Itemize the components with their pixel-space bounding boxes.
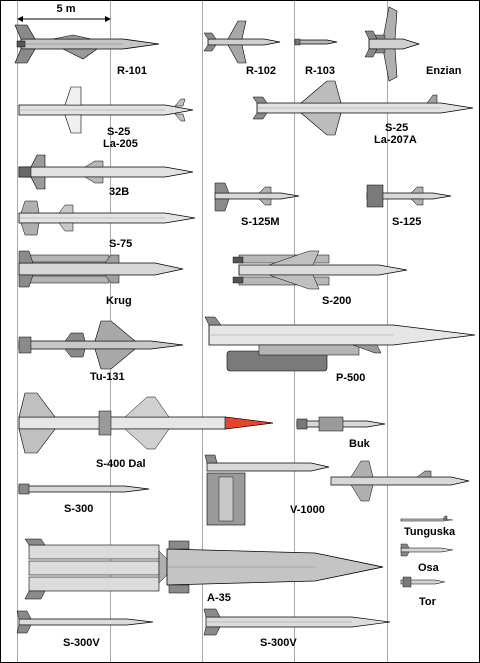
label-s300v-2: S-300V bbox=[260, 637, 297, 649]
label-s75: S-75 bbox=[109, 238, 133, 250]
label-s25-la207a-b: La-207A bbox=[374, 134, 417, 146]
label-v1000: V-1000 bbox=[290, 504, 325, 516]
missile-tunguska bbox=[400, 515, 454, 522]
missile-a35 bbox=[24, 538, 384, 600]
label-s300: S-300 bbox=[64, 503, 94, 515]
scale-arrow-icon bbox=[17, 16, 111, 22]
missile-enzian bbox=[364, 6, 421, 82]
scale-gridline bbox=[17, 1, 18, 662]
label-tu131: Tu-131 bbox=[90, 371, 125, 383]
label-s125: S-125 bbox=[392, 216, 422, 228]
missile-s300v-2 bbox=[203, 608, 391, 636]
missile-32b bbox=[18, 154, 194, 190]
label-s25-la205-b: La-205 bbox=[103, 138, 138, 150]
label-a35: A-35 bbox=[207, 592, 231, 604]
label-buk: Buk bbox=[349, 438, 370, 450]
missile-r102 bbox=[203, 20, 281, 64]
label-p500: P-500 bbox=[336, 372, 366, 384]
label-r102: R-102 bbox=[246, 65, 276, 77]
missile-v1000 bbox=[204, 454, 470, 526]
missile-s400-dal bbox=[18, 392, 274, 454]
missile-s125m bbox=[214, 182, 300, 212]
label-r103: R-103 bbox=[305, 65, 335, 77]
label-tunguska: Tunguska bbox=[404, 526, 456, 538]
label-s300v-1: S-300V bbox=[63, 637, 100, 649]
scale-label: 5 m bbox=[56, 3, 76, 15]
missile-s200 bbox=[232, 250, 408, 290]
missile-r101 bbox=[14, 24, 160, 64]
label-s25-la205-a: S-25 bbox=[107, 126, 131, 138]
missile-s300v-1 bbox=[16, 610, 154, 634]
label-r101: R-101 bbox=[117, 65, 147, 77]
missile-p500 bbox=[204, 316, 476, 372]
label-enzian: Enzian bbox=[426, 65, 462, 77]
label-tor: Tor bbox=[419, 596, 436, 608]
missile-tu131 bbox=[18, 320, 184, 370]
label-osa: Osa bbox=[418, 562, 439, 574]
missile-osa bbox=[400, 543, 454, 557]
missile-tor bbox=[400, 576, 446, 588]
label-32b: 32B bbox=[109, 186, 130, 198]
missile-s75 bbox=[18, 200, 196, 236]
label-s400-dal: S-400 Dal bbox=[96, 458, 146, 470]
label-s25-la207a-a: S-25 bbox=[385, 122, 409, 134]
scale-gridline bbox=[202, 1, 203, 662]
missile-krug bbox=[18, 250, 184, 288]
missile-s25-la205 bbox=[18, 86, 194, 134]
missile-r103 bbox=[294, 38, 338, 46]
label-s200: S-200 bbox=[322, 295, 352, 307]
missile-s125 bbox=[366, 184, 452, 208]
missile-buk bbox=[296, 416, 386, 432]
missile-s25-la207a bbox=[252, 80, 474, 136]
label-s125m: S-125M bbox=[241, 216, 280, 228]
missile-s300 bbox=[18, 483, 150, 495]
label-krug: Krug bbox=[106, 295, 132, 307]
